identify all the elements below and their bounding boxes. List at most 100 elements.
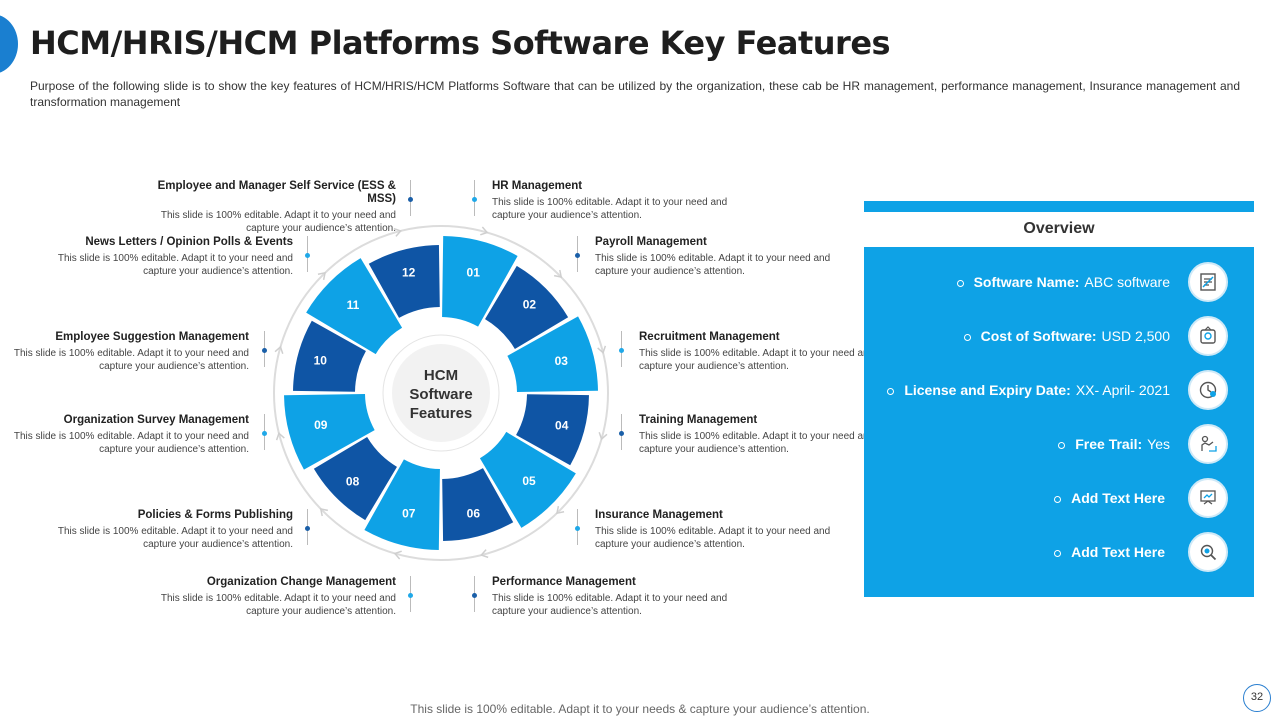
feature-title: Recruitment Management	[639, 331, 780, 343]
feature-title: Performance Management	[492, 576, 636, 588]
overview-top-bar	[864, 201, 1254, 212]
overview-item-software-name: Software Name:ABC software	[956, 274, 1170, 290]
document-icon	[1188, 262, 1228, 302]
feature-desc: This slide is 100% editable. Adapt it to…	[160, 593, 396, 617]
center-label-line1: HCM	[424, 367, 458, 384]
overview-title: Overview	[1023, 220, 1095, 237]
segment-number: 05	[522, 474, 536, 488]
footer-text: This slide is 100% editable. Adapt it to…	[410, 702, 870, 716]
ring-arrow-icon	[393, 550, 402, 560]
feature-training-management: Training Management This slide is 100% e…	[639, 414, 899, 456]
segment-number: 09	[314, 418, 328, 432]
feature-insurance-management: Insurance Management This slide is 100% …	[595, 509, 855, 551]
ring-arrows	[274, 226, 608, 560]
bullet-icon	[963, 333, 971, 341]
feature-desc: This slide is 100% editable. Adapt it to…	[57, 253, 293, 277]
feature-dot	[472, 593, 477, 598]
overview-item-add-text-2: Add Text Here	[1054, 544, 1170, 560]
ring-arrow-icon	[553, 269, 563, 278]
corner-decoration	[0, 14, 18, 74]
overview-item-license: License and Expiry Date:XX- April- 2021	[887, 382, 1170, 398]
feature-dot	[619, 348, 624, 353]
feature-title: Payroll Management	[595, 236, 707, 248]
center-label-line3: Features	[410, 405, 473, 422]
segment-number: 12	[402, 265, 416, 279]
ring-arrow-icon	[317, 271, 326, 281]
feature-title: Organization Change Management	[206, 576, 396, 588]
clock-icon	[1188, 370, 1228, 410]
magnifier-icon	[1188, 532, 1228, 572]
feature-employee-manager-self-service: Employee and Manager Self Service (ESS &…	[136, 180, 396, 235]
segment-number: 02	[523, 298, 537, 312]
segment-number: 01	[467, 266, 481, 280]
bullet-icon	[1058, 441, 1066, 449]
wheel-segment	[306, 258, 403, 355]
feature-title: HR Management	[492, 180, 583, 192]
feature-desc: This slide is 100% editable. Adapt it to…	[595, 253, 831, 277]
feature-desc: This slide is 100% editable. Adapt it to…	[13, 348, 249, 372]
ring-arrow-icon	[597, 345, 607, 354]
bullet-icon	[1054, 549, 1062, 557]
segment-number: 11	[347, 298, 360, 312]
segment-number: 08	[346, 474, 360, 488]
feature-dot	[408, 593, 413, 598]
feature-performance-management: Performance Management This slide is 100…	[492, 576, 752, 618]
feature-desc: This slide is 100% editable. Adapt it to…	[639, 431, 875, 455]
feature-title: Organization Survey Management	[63, 414, 249, 426]
feature-title: Policies & Forms Publishing	[137, 509, 293, 521]
segment-number: 07	[402, 506, 416, 520]
wheel-segment	[284, 394, 375, 470]
feature-dot	[262, 431, 267, 436]
overview-panel: Software Name:ABC software Cost of Softw…	[864, 247, 1254, 597]
feature-dot	[305, 253, 310, 258]
bullet-icon	[1054, 495, 1062, 503]
feature-hr-management: HR Management This slide is 100% editabl…	[492, 180, 752, 222]
wheel-segment	[313, 437, 397, 521]
wheel-segment	[364, 459, 440, 550]
wheel-segment	[516, 394, 589, 466]
feature-title: Employee and Manager Self Service (ESS &…	[157, 180, 396, 205]
ring-arrow-icon	[556, 505, 565, 515]
feature-organization-survey-management: Organization Survey Management This slid…	[0, 414, 249, 456]
wheel-segment	[368, 245, 440, 318]
wheel-segment	[293, 320, 366, 392]
feature-dot	[408, 197, 413, 202]
bullet-icon	[956, 279, 964, 287]
page-number: 32	[1243, 684, 1271, 712]
ring-arrow-icon	[393, 227, 402, 237]
wheel-segment	[442, 468, 514, 541]
ring-arrow-icon	[480, 549, 489, 559]
feature-dot	[472, 197, 477, 202]
feature-dot	[575, 253, 580, 258]
feature-dot	[619, 431, 624, 436]
presenter-icon	[1188, 424, 1228, 464]
ring-arrow-icon	[598, 432, 608, 441]
wheel-segment	[479, 431, 576, 528]
ring-arrow-icon	[274, 345, 284, 354]
feature-desc: This slide is 100% editable. Adapt it to…	[595, 526, 831, 550]
overview-item-add-text-1: Add Text Here	[1054, 490, 1170, 506]
feature-title: Training Management	[639, 414, 758, 426]
ring-arrow-icon	[319, 508, 329, 517]
feature-dot	[262, 348, 267, 353]
feature-title: Insurance Management	[595, 509, 723, 521]
segment-number: 03	[555, 354, 569, 368]
whiteboard-icon	[1188, 478, 1228, 518]
center-circle-inner	[392, 344, 490, 442]
feature-policies-forms-publishing: Policies & Forms Publishing This slide i…	[33, 509, 293, 551]
feature-payroll-management: Payroll Management This slide is 100% ed…	[595, 236, 855, 278]
ring-arrow-icon	[275, 432, 285, 441]
feature-desc: This slide is 100% editable. Adapt it to…	[13, 431, 249, 455]
feature-desc: This slide is 100% editable. Adapt it to…	[160, 210, 396, 234]
feature-desc: This slide is 100% editable. Adapt it to…	[492, 197, 728, 221]
purpose-text: Purpose of the following slide is to sho…	[30, 79, 1240, 109]
segment-number: 06	[467, 507, 481, 521]
overview-item-free-trial: Free Trail:Yes	[1058, 436, 1170, 452]
page-title: HCM/HRIS/HCM Platforms Software Key Feat…	[30, 24, 891, 62]
feature-dot	[575, 526, 580, 531]
wheel-segment	[507, 316, 598, 392]
outer-ring	[273, 225, 609, 561]
segment-number: 04	[555, 418, 569, 432]
ring-arrow-icon	[480, 226, 489, 236]
